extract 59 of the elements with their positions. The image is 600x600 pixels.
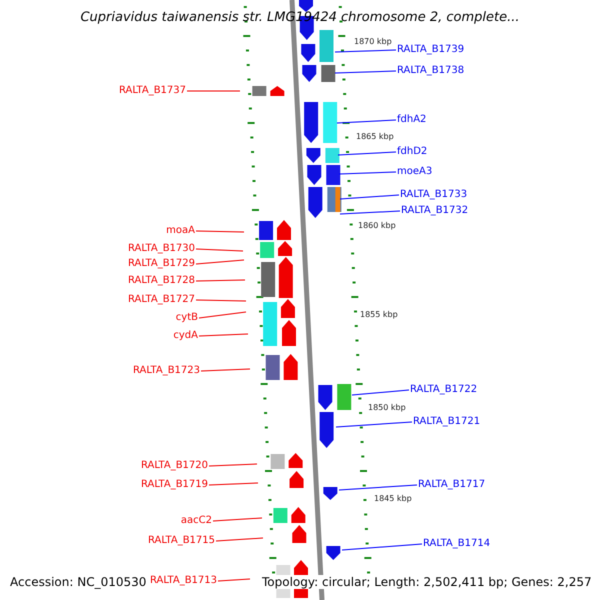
leader-line: [352, 390, 410, 396]
leader-line: [334, 70, 396, 74]
gene-label: RALTA_B1720: [140, 460, 208, 472]
gene-label: RALTA_B1739: [397, 44, 464, 56]
tick-label: 1860 kbp: [358, 221, 396, 230]
leader-line: [186, 90, 240, 92]
leader-line: [200, 368, 250, 372]
tick-label: 1850 kbp: [368, 403, 406, 412]
leader-line: [198, 312, 246, 318]
gene-label: RALTA_B1727: [128, 294, 195, 306]
leader-line: [198, 334, 248, 336]
gene-label: RALTA_B1721: [413, 416, 480, 428]
leader-line: [218, 578, 250, 582]
leader-line: [336, 422, 412, 428]
gene-label: RALTA_B1723: [132, 365, 200, 377]
leader-line: [334, 50, 396, 52]
leader-line: [338, 484, 418, 490]
leader-line: [338, 172, 396, 174]
accession-text: Accession: NC_010530: [10, 575, 146, 589]
gene-label: RALTA_B1732: [401, 205, 468, 217]
gene-label: RALTA_B1730: [128, 243, 195, 255]
leader-line: [208, 464, 258, 466]
tick-label: 1845 kbp: [374, 494, 412, 503]
gene-label: RALTA_B1717: [418, 479, 486, 491]
leader-line: [338, 152, 396, 156]
tick-label: 1865 kbp: [356, 132, 394, 141]
gene-label: aacC2: [180, 515, 212, 527]
leader-line: [216, 538, 264, 542]
leader-line: [212, 518, 262, 522]
leader-line: [196, 300, 246, 302]
gene-label: RALTA_B1715: [148, 535, 215, 547]
tick-label: 1870 kbp: [354, 37, 392, 46]
gene-label: RALTA_B1713: [150, 575, 217, 587]
leader-line: [208, 482, 258, 486]
gene-label: RALTA_B1719: [140, 479, 208, 491]
gene-label: fdhA2: [397, 114, 426, 126]
gene-label: fdhD2: [397, 146, 428, 158]
gene-label: RALTA_B1738: [397, 65, 464, 77]
gene-label: cydA: [173, 330, 198, 342]
leader-line: [196, 248, 244, 252]
gene-label: moaA: [166, 225, 195, 237]
leader-line: [196, 260, 244, 264]
leader-line: [342, 544, 422, 550]
gene-label: RALTA_B1733: [400, 189, 468, 201]
leader-line: [196, 230, 244, 232]
gene-label: cytB: [176, 312, 198, 324]
gene-label: RALTA_B1737: [118, 85, 186, 97]
leader-line: [340, 194, 400, 200]
tick-label: 1855 kbp: [360, 310, 398, 319]
leader-line: [336, 120, 396, 124]
gene-label: RALTA_B1714: [423, 538, 490, 550]
gene-label: RALTA_B1729: [128, 258, 195, 270]
map-title: Cupriavidus taiwanensis str. LMG19424 chromosome 2, complete...: [79, 10, 521, 26]
gene-label: RALTA_B1728: [128, 275, 195, 287]
genome-info-text: Topology: circular; Length: 2,502,411 bp; Genes: 2,257: [262, 575, 592, 589]
gene-label: moeA3: [397, 166, 432, 178]
gene-label: RALTA_B1722: [410, 384, 478, 396]
leader-line: [340, 210, 400, 214]
leader-line: [196, 280, 246, 282]
